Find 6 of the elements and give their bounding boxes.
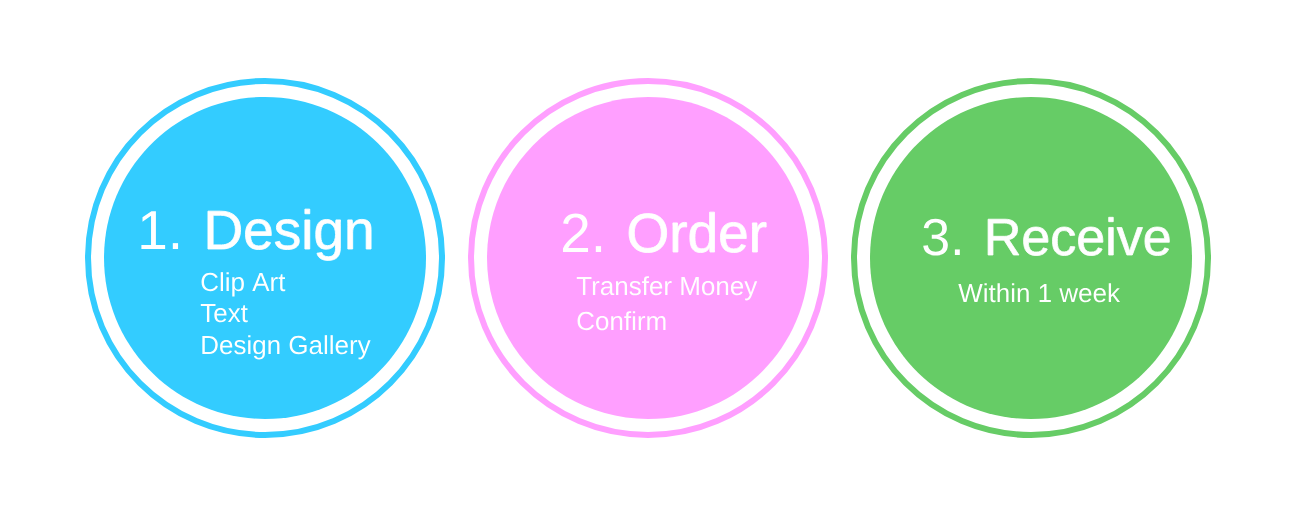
step-item: Confirm xyxy=(577,311,666,331)
step-item: Transfer Money xyxy=(576,276,758,301)
step-item: Within 1 week xyxy=(958,283,1121,303)
step-item: Clip Art xyxy=(201,272,286,297)
step-item: Design Gallery xyxy=(202,335,371,360)
step-item: Text xyxy=(200,304,248,323)
